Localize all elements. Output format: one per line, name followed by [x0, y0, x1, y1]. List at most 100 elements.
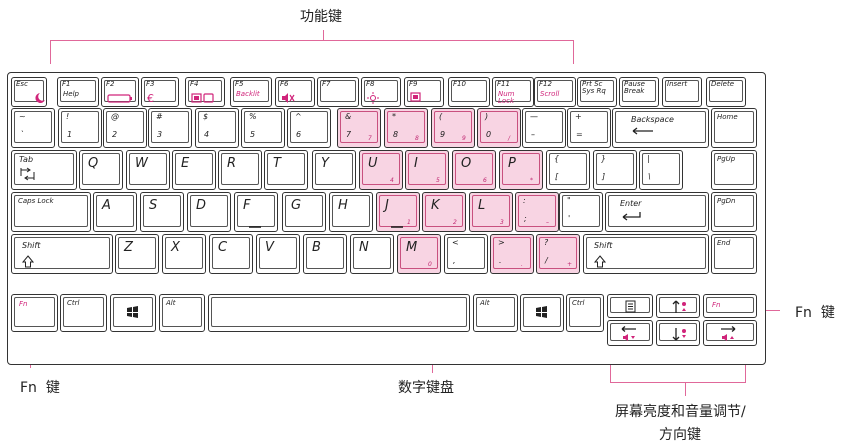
key-prtsc[interactable]: Prt Sc Sys Rq [577, 77, 617, 107]
key-fn-right[interactable]: Fn [703, 294, 757, 318]
key-down-arrow[interactable] [656, 320, 700, 346]
key-number-row-12[interactable]: += [567, 108, 611, 148]
key-bottom-row-0[interactable]: Z [115, 234, 159, 274]
key-bottom-row-9[interactable]: ?/+ [536, 234, 580, 274]
key-bottom-row-7[interactable]: <, [444, 234, 488, 274]
key-pgdn[interactable]: PgDn [711, 192, 757, 232]
key-qwerty-row-5[interactable]: Y [312, 150, 356, 190]
key-windows-right[interactable] [520, 294, 564, 332]
key-f2[interactable]: F2 [101, 77, 139, 107]
letter-key-label: S [149, 198, 158, 213]
letter-key-label: T [273, 156, 281, 171]
key-pause[interactable]: Pause Break [619, 77, 659, 107]
key-insert[interactable]: Insert [662, 77, 702, 107]
key-backspace[interactable]: Backspace [612, 108, 709, 148]
key-f9[interactable]: F9 [404, 77, 444, 107]
key-menu[interactable] [607, 294, 653, 318]
key-windows-left[interactable] [110, 294, 156, 332]
key-number-row-1[interactable]: !1 [58, 108, 102, 148]
key-qwerty-row-12[interactable]: |\ [639, 150, 683, 190]
key-right-arrow[interactable] [703, 320, 757, 346]
number-key-label: 1 [67, 130, 73, 139]
home-bump-icon [391, 226, 403, 228]
key-f6[interactable]: F6 [275, 77, 315, 107]
annotation-brightness-volume-line1: 屏幕亮度和音量调节/ [615, 404, 746, 420]
key-number-row-0[interactable]: ~` [11, 108, 55, 148]
key-qwerty-row-2[interactable]: E [172, 150, 216, 190]
key-enter[interactable]: Enter [605, 192, 709, 232]
prtsc-label: Prt Sc Sys Rq [582, 80, 606, 96]
key-space[interactable] [208, 294, 470, 332]
key-qwerty-row-11[interactable]: }] [593, 150, 637, 190]
key-number-row-4[interactable]: $4 [195, 108, 239, 148]
key-number-row-2[interactable]: @2 [103, 108, 147, 148]
key-bottom-row-2[interactable]: C [209, 234, 253, 274]
key-home-row-2[interactable]: D [187, 192, 231, 232]
key-qwerty-row-10[interactable]: {[ [546, 150, 590, 190]
key-number-row-11[interactable]: —– [522, 108, 566, 148]
key-home[interactable]: Home [711, 108, 757, 148]
key-bottom-row-1[interactable]: X [162, 234, 206, 274]
key-number-row-3[interactable]: #3 [148, 108, 192, 148]
key-qwerty-row-4[interactable]: T [264, 150, 308, 190]
key-bottom-row-3[interactable]: V [256, 234, 300, 274]
key-number-row-6[interactable]: ^6 [287, 108, 331, 148]
key-f3[interactable]: F3€ [141, 77, 179, 107]
key-f8[interactable]: F8 [361, 77, 401, 107]
key-qwerty-row-3[interactable]: R [218, 150, 262, 190]
key-f7[interactable]: F7 [317, 77, 359, 107]
key-bottom-row-5[interactable]: N [350, 234, 394, 274]
key-esc[interactable]: Esc [11, 77, 47, 107]
key-home-row-4[interactable]: G [282, 192, 326, 232]
key-home-row-9[interactable]: :;– [515, 192, 559, 232]
key-fn-left[interactable]: Fn [11, 294, 58, 332]
key-f4[interactable]: F4 [185, 77, 225, 107]
key-shift-left[interactable]: Shift [11, 234, 113, 274]
key-bottom-row-4[interactable]: B [303, 234, 347, 274]
key-alt-right[interactable]: Alt [473, 294, 518, 332]
key-qwerty-row-9[interactable]: P* [499, 150, 543, 190]
key-home-row-0[interactable]: A [93, 192, 137, 232]
key-ctrl-right[interactable]: Ctrl [566, 294, 604, 332]
key-home-row-3[interactable]: F [234, 192, 278, 232]
key-end[interactable]: End [711, 234, 757, 274]
key-shift-right[interactable]: Shift [583, 234, 709, 274]
key-qwerty-row-0[interactable]: Q [79, 150, 123, 190]
key-pgup[interactable]: PgUp [711, 150, 757, 190]
key-home-row-5[interactable]: H [329, 192, 373, 232]
key-left-arrow[interactable] [607, 320, 653, 346]
enter-arrow-icon [622, 212, 641, 221]
key-home-row-10[interactable]: "' [559, 192, 603, 232]
key-up-arrow[interactable] [656, 294, 700, 318]
f6-label: F6 [280, 80, 289, 88]
key-f10[interactable]: F10 [448, 77, 490, 107]
f12-sublabel: Scroll [540, 90, 560, 98]
key-qwerty-row-1[interactable]: W [126, 150, 170, 190]
key-capslock[interactable]: Caps Lock [11, 192, 91, 232]
key-ctrl-left[interactable]: Ctrl [60, 294, 107, 332]
key-number-row-5[interactable]: %5 [241, 108, 285, 148]
arrows-bracket-stem [685, 382, 686, 396]
key-alt-left[interactable]: Alt [159, 294, 205, 332]
key-home-row-1[interactable]: S [140, 192, 184, 232]
key-tab[interactable]: Tab [11, 150, 77, 190]
key-number-row-10[interactable]: )0/ [477, 108, 521, 148]
letter-key-label: R [227, 156, 237, 171]
key-delete[interactable]: Delete [706, 77, 746, 107]
pause-label: Pause Break [624, 80, 645, 96]
key-bottom-row-8[interactable]: >.. [490, 234, 534, 274]
